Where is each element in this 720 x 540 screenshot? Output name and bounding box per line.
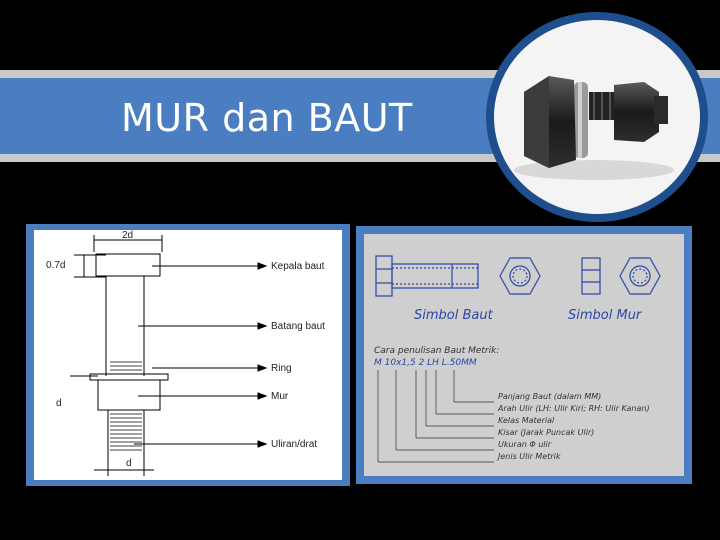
legend-panjang: Panjang Baut (dalam MM) (498, 392, 602, 401)
left-diagram-panel: 2d 0.7d d d Kepala baut Batang baut Ring… (26, 224, 350, 486)
legend-kelas: Kelas Material (498, 416, 555, 425)
dim-0-7d: 0.7d (46, 260, 66, 271)
symbols-drawing (375, 255, 661, 463)
right-diagram-panel: Simbol Baut Simbol Mur Cara penulisan Ba… (356, 226, 692, 484)
caption-simbol-baut: Simbol Baut (414, 308, 493, 323)
dim-d-bottom: d (126, 458, 132, 469)
left-diagram-canvas: 2d 0.7d d d Kepala baut Batang baut Ring… (34, 230, 342, 480)
label-ring: Ring (271, 363, 292, 374)
notation-title: Cara penulisan Baut Metrik: (374, 346, 500, 356)
notation-code: M 10x1,5 2 LH L.50MM (374, 358, 477, 368)
dim-d-left: d (56, 398, 62, 409)
legend-ukuran: Ukuran Φ ulir (498, 440, 552, 449)
bolt-photo (494, 20, 700, 214)
caption-simbol-mur: Simbol Mur (568, 308, 642, 323)
legend-kisar: Kisar (Jarak Puncak Ulir) (498, 428, 595, 437)
right-diagram-canvas: Simbol Baut Simbol Mur Cara penulisan Ba… (364, 234, 684, 476)
bolt-drawing (70, 235, 268, 476)
slide-title: MUR dan BAUT (121, 96, 413, 140)
legend-arah: Arah Ulir (LH: Ulir Kiri; RH: Ulir Kanan… (498, 404, 650, 413)
label-mur: Mur (271, 391, 289, 402)
label-batang-baut: Batang baut (271, 321, 325, 332)
label-kepala-baut: Kepala baut (271, 261, 325, 272)
legend-jenis: Jenis Ulir Metrik (498, 452, 561, 461)
dim-2d: 2d (122, 230, 134, 241)
label-uliran: Uliran/drat (271, 439, 318, 450)
bolt-photo-image (514, 76, 674, 180)
